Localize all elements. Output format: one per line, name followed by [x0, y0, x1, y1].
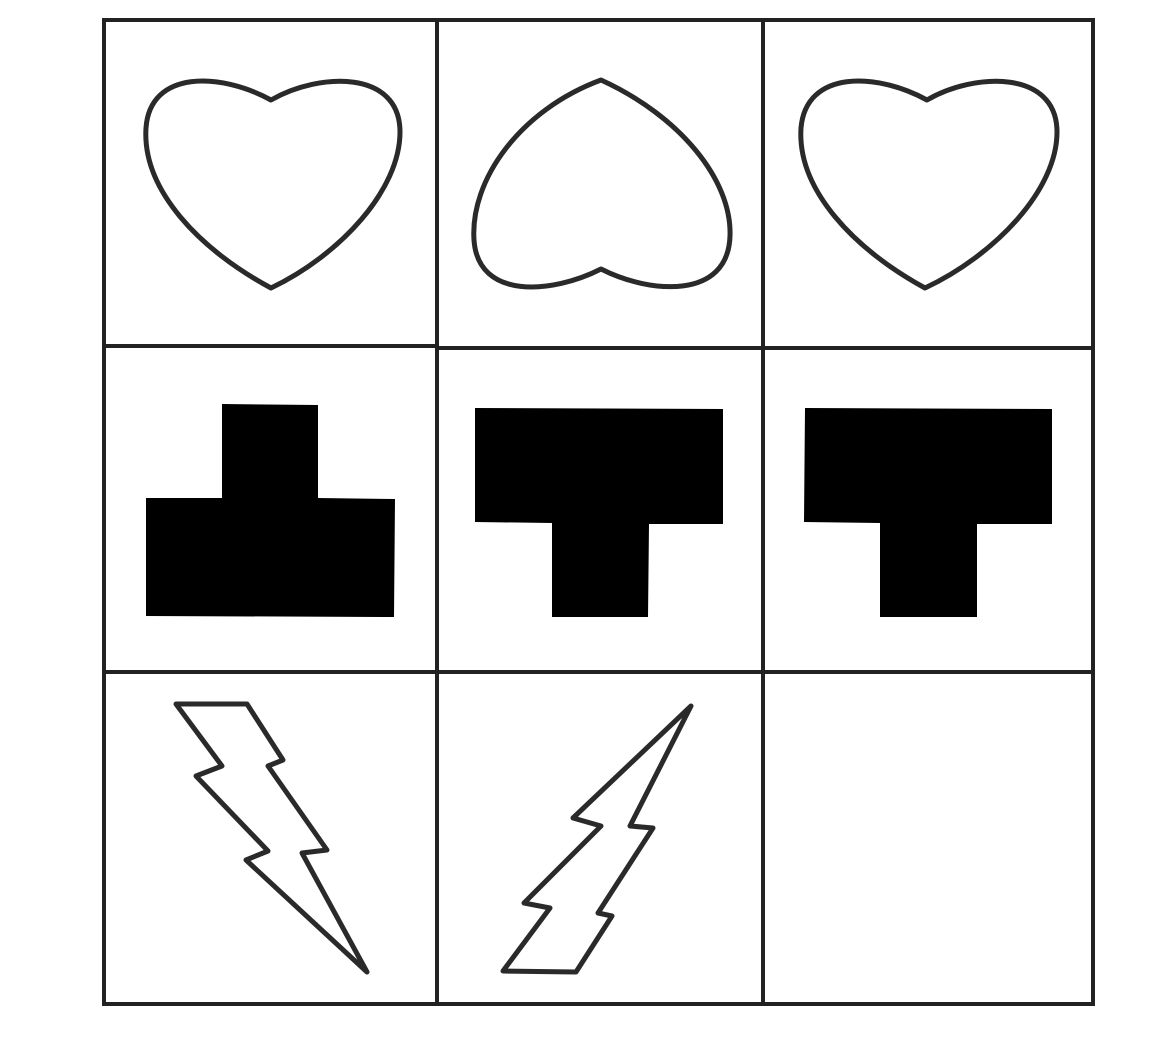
lightning-bolt-icon	[173, 701, 370, 975]
heart-icon	[143, 78, 403, 291]
cell-r2-c2	[435, 346, 765, 674]
cell-r2-c1	[102, 344, 439, 674]
cell-r1-c3	[761, 18, 1095, 350]
cell-r3-c1	[102, 670, 439, 1006]
heart-icon-upside-down	[471, 77, 733, 290]
t-block-icon-inverted	[475, 408, 723, 617]
cell-r3-c2	[435, 670, 765, 1006]
cell-r2-c3	[761, 346, 1095, 674]
lightning-bolt-icon-mirrored	[500, 703, 694, 975]
t-block-icon-inverted	[804, 408, 1052, 617]
cell-r1-c2	[435, 18, 765, 350]
t-block-icon	[146, 404, 395, 617]
heart-icon	[798, 78, 1060, 291]
cell-r3-c3-empty	[761, 670, 1095, 1006]
cell-r1-c1	[102, 18, 439, 348]
